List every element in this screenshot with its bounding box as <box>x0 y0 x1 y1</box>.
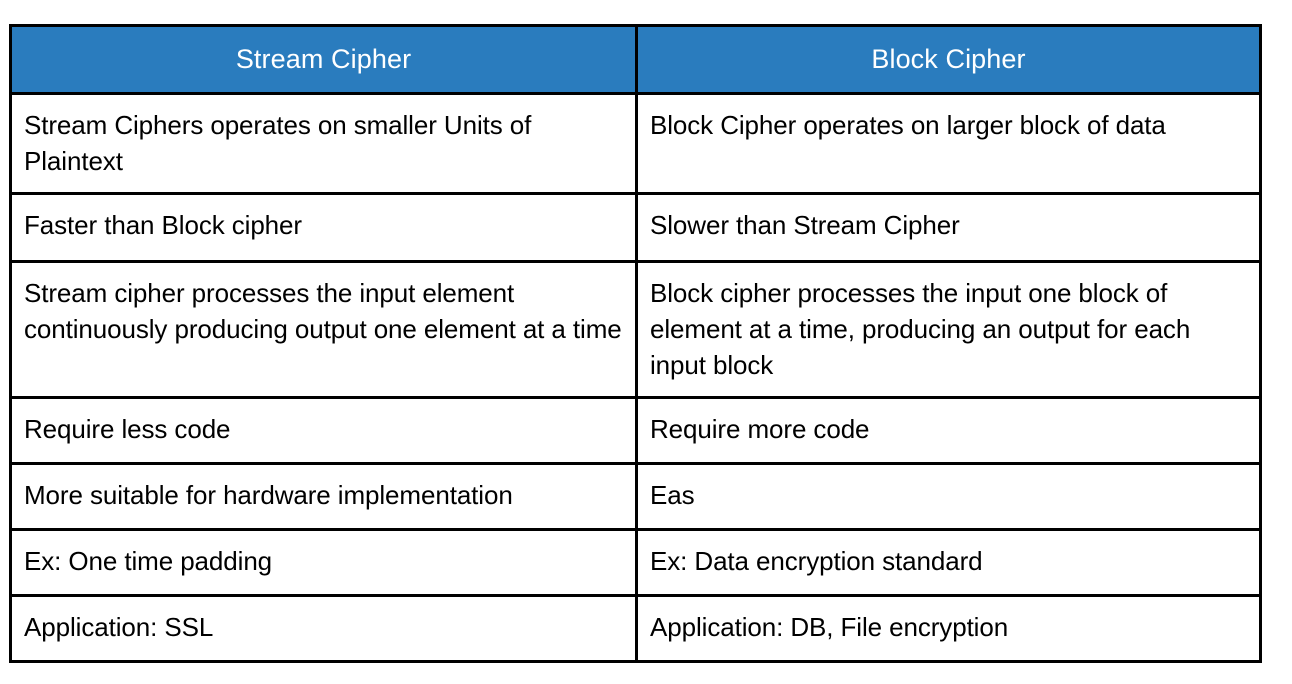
column-header-block-cipher: Block Cipher <box>635 24 1262 95</box>
cell-block-cipher-5: Ex: Data encryption standard <box>635 528 1262 597</box>
cell-stream-cipher-4: More suitable for hardware implementatio… <box>9 462 638 531</box>
cell-stream-cipher-6: Application: SSL <box>9 594 638 663</box>
cell-block-cipher-1: Slower than Stream Cipher <box>635 192 1262 263</box>
cell-stream-cipher-1: Faster than Block cipher <box>9 192 638 263</box>
cell-block-cipher-0: Block Cipher operates on larger block of… <box>635 92 1262 195</box>
table-row: Stream Ciphers operates on smaller Units… <box>9 92 1262 195</box>
cell-text: Ex: One time padding <box>24 546 273 576</box>
table-row: Stream cipher processes the input elemen… <box>9 260 1262 399</box>
cell-text: Stream Ciphers operates on smaller Units… <box>24 110 532 176</box>
column-header-stream-cipher: Stream Cipher <box>9 24 638 95</box>
table-header-row: Stream Cipher Block Cipher <box>9 24 1262 95</box>
cell-text: Require more code <box>650 414 870 444</box>
cell-text: Faster than Block cipher <box>24 210 302 240</box>
cell-stream-cipher-5: Ex: One time padding <box>9 528 638 597</box>
cell-text: Block Cipher operates on larger block of… <box>650 110 1166 140</box>
cell-text: Require less code <box>24 414 231 444</box>
cell-stream-cipher-0: Stream Ciphers operates on smaller Units… <box>9 92 638 195</box>
cell-block-cipher-4: Eas <box>635 462 1262 531</box>
table-row: Faster than Block cipher Slower than Str… <box>9 192 1262 263</box>
cell-text: Slower than Stream Cipher <box>650 210 960 240</box>
cell-text: Eas <box>650 480 695 510</box>
table-row: Ex: One time padding Ex: Data encryption… <box>9 528 1262 597</box>
cell-block-cipher-3: Require more code <box>635 396 1262 465</box>
cell-text: Block cipher processes the input one blo… <box>650 278 1191 380</box>
table-row: More suitable for hardware implementatio… <box>9 462 1262 531</box>
cell-stream-cipher-2: Stream cipher processes the input elemen… <box>9 260 638 399</box>
cell-text: Ex: Data encryption standard <box>650 546 983 576</box>
cell-text: More suitable for hardware implementatio… <box>24 480 513 510</box>
cipher-comparison-table: Stream Cipher Block Cipher Stream Cipher… <box>9 24 1262 663</box>
cell-text: Application: SSL <box>24 612 214 642</box>
cell-stream-cipher-3: Require less code <box>9 396 638 465</box>
table-body: Stream Ciphers operates on smaller Units… <box>9 92 1262 663</box>
table-row: Require less code Require more code <box>9 396 1262 465</box>
cell-text: Stream cipher processes the input elemen… <box>24 278 622 344</box>
cell-block-cipher-6: Application: DB, File encryption <box>635 594 1262 663</box>
table-row: Application: SSL Application: DB, File e… <box>9 594 1262 663</box>
table-header: Stream Cipher Block Cipher <box>9 24 1262 95</box>
cell-text: Application: DB, File encryption <box>650 612 1009 642</box>
cell-block-cipher-2: Block cipher processes the input one blo… <box>635 260 1262 399</box>
